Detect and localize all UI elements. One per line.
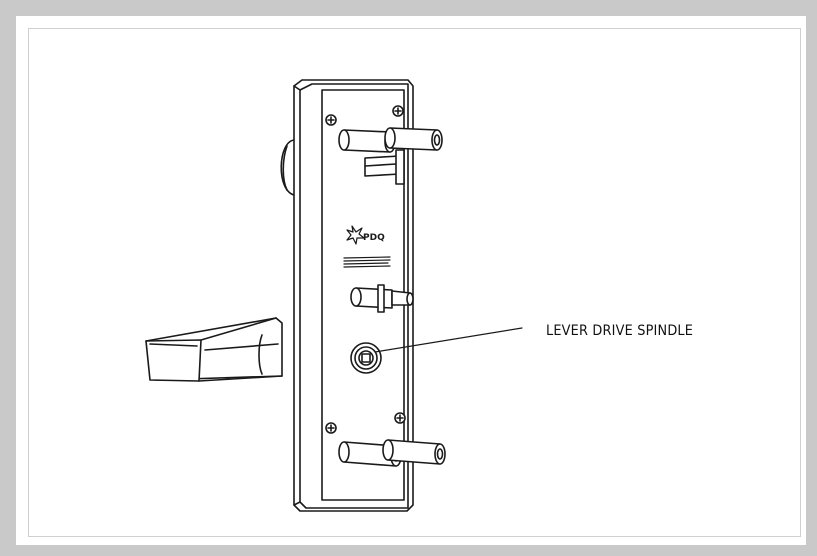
screw-top-right	[392, 105, 404, 117]
pdq-logo-text: PDQ	[363, 233, 385, 243]
screw-top-left	[325, 114, 337, 126]
lever-drive-spindle	[350, 342, 382, 374]
lock-body	[280, 139, 295, 196]
retractor-bracket	[364, 149, 405, 185]
screw-bottom-left	[325, 422, 337, 434]
frame-top-border	[0, 0, 817, 16]
post-top-right	[384, 127, 443, 151]
post-bottom-right	[382, 439, 446, 465]
frame-left-border	[0, 0, 16, 556]
callout-leader-line	[374, 327, 523, 353]
certification-marking	[343, 256, 391, 268]
frame-bottom-border	[0, 545, 817, 556]
callout-label: LEVER DRIVE SPINDLE	[546, 323, 694, 339]
pdq-logo: PDQ	[346, 225, 385, 245]
frame-right-border	[806, 0, 817, 556]
lever-handle	[145, 317, 283, 382]
screw-bottom-right	[394, 412, 406, 424]
center-spindle	[350, 284, 414, 313]
